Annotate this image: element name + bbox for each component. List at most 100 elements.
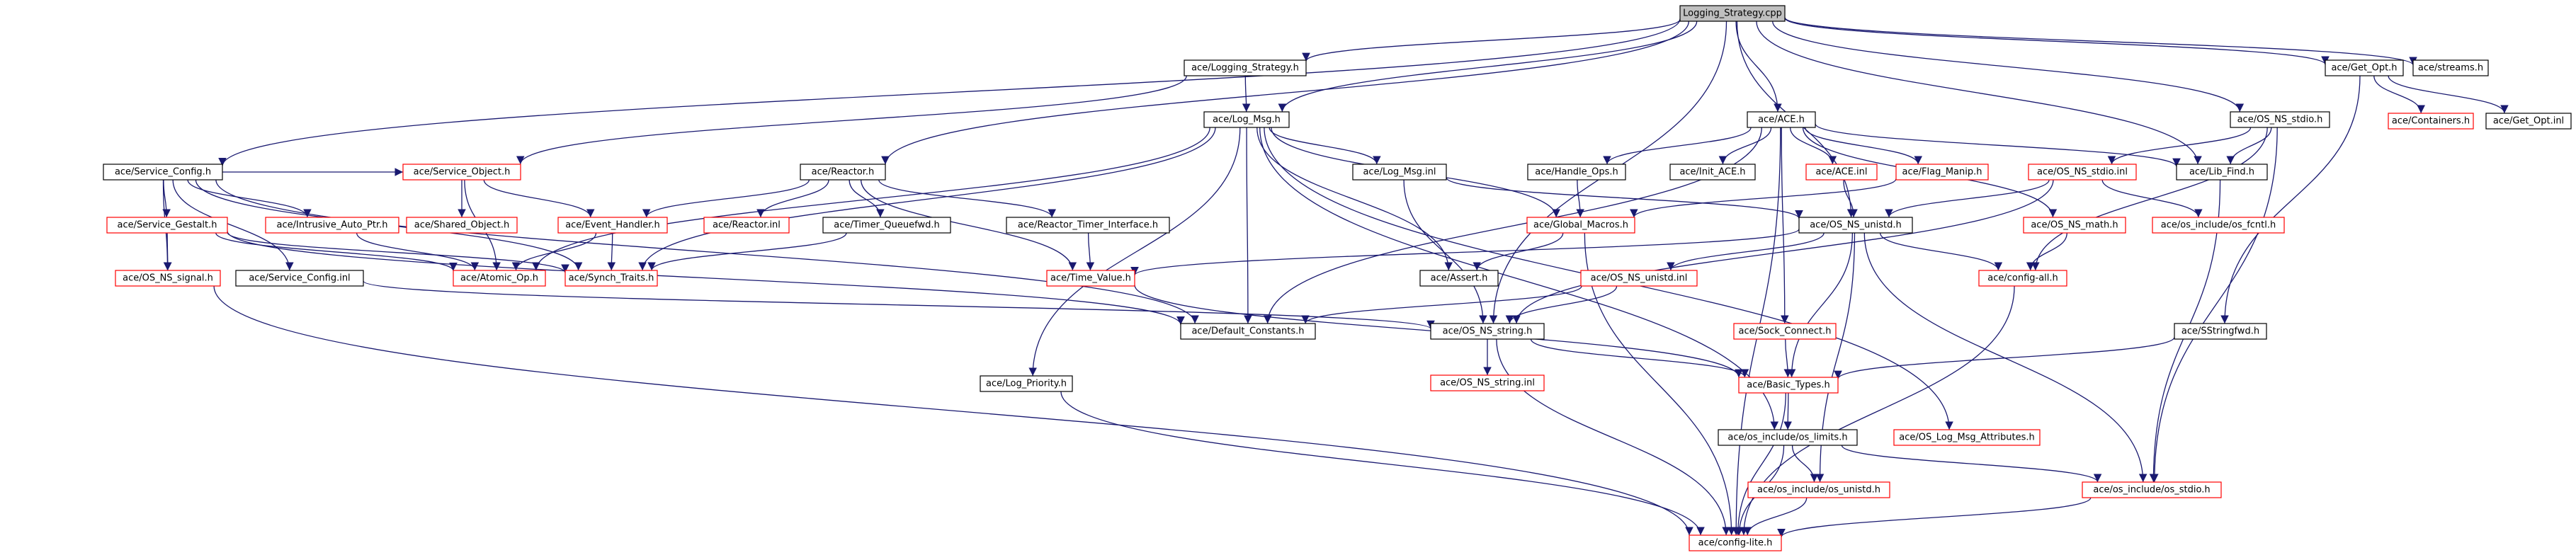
node-box [2176, 164, 2268, 181]
edge-sstringfwd-to-basictypes [1834, 336, 2175, 379]
node-box [406, 217, 518, 234]
edge-getopt-to-containers [2373, 75, 2426, 114]
node-libfind[interactable]: ace/Lib_Find.h [2176, 164, 2268, 181]
node-label: ace/streams.h [2418, 63, 2483, 74]
edge-globalmacros-to-assert [1473, 232, 1564, 271]
edge-sockconnect-to-basictypes [1783, 338, 1793, 378]
edge-getopt-to-getoptinl [2388, 75, 2509, 114]
node-label: ace/Assert.h [1431, 273, 1488, 284]
node-reactorinl[interactable]: ace/Reactor.inl [703, 217, 790, 234]
node-reactortimer[interactable]: ace/Reactor_Timer_Interface.h [1006, 217, 1170, 234]
node-reactor[interactable]: ace/Reactor.h [800, 164, 886, 181]
node-label: ace/Reactor.inl [713, 220, 781, 231]
node-ossstringinl[interactable]: ace/OS_NS_string.inl [1430, 374, 1545, 391]
node-box [1689, 534, 1782, 551]
node-osunistd[interactable]: ace/OS_NS_unistd.h [1798, 217, 1913, 234]
node-timerq[interactable]: ace/Timer_Queuefwd.h [822, 217, 951, 234]
node-streams[interactable]: ace/streams.h [2412, 59, 2489, 76]
node-label: ace/os_include/os_fcntl.h [2161, 220, 2276, 231]
node-evhandler[interactable]: ace/Event_Handler.h [557, 217, 668, 234]
node-osinclstdio[interactable]: ace/os_include/os_stdio.h [2082, 481, 2222, 498]
node-configall[interactable]: ace/config-all.h [1978, 270, 2067, 287]
node-osstdio[interactable]: ace/OS_NS_stdio.h [2230, 111, 2330, 128]
edge-basictypes-to-configlite [1733, 392, 1786, 536]
node-label: ace/Log_Msg.h [1213, 115, 1281, 125]
edge-acem-to-defconst [1263, 127, 1762, 324]
node-sockconnect[interactable]: ace/Sock_Connect.h [1733, 323, 1837, 340]
node-label: ace/ACE.inl [1815, 167, 1867, 178]
node-sstringfwd[interactable]: ace/SStringfwd.h [2174, 323, 2267, 340]
node-osmath[interactable]: ace/OS_NS_math.h [2023, 217, 2126, 234]
node-logpriority[interactable]: ace/Log_Priority.h [980, 375, 1073, 392]
node-svcconf[interactable]: ace/Service_Config.h [103, 164, 223, 181]
node-label: ace/OS_NS_math.h [2031, 220, 2118, 231]
node-osfcntl[interactable]: ace/os_include/os_fcntl.h [2152, 217, 2285, 234]
node-label: ace/Reactor_Timer_Interface.h [1018, 220, 1158, 231]
edge-svcgestalt-to-ossignal [164, 232, 172, 271]
node-logmsginl[interactable]: ace/Log_Msg.inl [1352, 164, 1447, 181]
node-box [703, 217, 790, 234]
node-intrusive[interactable]: ace/Intrusive_Auto_Ptr.h [265, 217, 399, 234]
node-root[interactable]: Logging_Strategy.cpp [1679, 5, 1786, 22]
node-label: ace/Log_Priority.h [986, 379, 1067, 389]
node-box [2174, 323, 2267, 340]
node-svcconfinl[interactable]: ace/Service_Config.inl [235, 270, 364, 287]
node-sharedobj[interactable]: ace/Shared_Object.h [406, 217, 518, 234]
node-label: ace/OS_NS_unistd.h [1810, 220, 1902, 231]
edge-svcgestalt-to-synchtraits [227, 231, 569, 273]
node-initace[interactable]: ace/Init_ACE.h [1669, 164, 1756, 181]
node-svcgestalt[interactable]: ace/Service_Gestalt.h [106, 217, 228, 234]
node-getoptinl[interactable]: ace/Get_Opt.inl [2485, 113, 2572, 130]
node-label: ace/Lib_Find.h [2189, 167, 2254, 178]
node-box [1733, 323, 1837, 340]
node-label: ace/os_include/os_limits.h [1727, 433, 1847, 443]
edge-logmsg-to-defconst [1244, 127, 1252, 324]
node-timevalue[interactable]: ace/Time_Value.h [1046, 270, 1135, 287]
node-logmsg[interactable]: ace/Log_Msg.h [1203, 111, 1290, 128]
node-osstdioinl[interactable]: ace/OS_NS_stdio.inl [2028, 164, 2137, 181]
node-box [1978, 270, 2067, 287]
node-defconst[interactable]: ace/Default_Constants.h [1180, 323, 1316, 340]
edge-globalmacros-to-configlite [1584, 232, 1736, 536]
node-basictypes[interactable]: ace/Basic_Types.h [1738, 377, 1839, 394]
node-label: ace/os_include/os_stdio.h [2093, 485, 2210, 496]
node-box [2152, 217, 2285, 234]
node-box [1738, 377, 1839, 394]
node-aceinl[interactable]: ace/ACE.inl [1805, 164, 1878, 181]
node-handleops[interactable]: ace/Handle_Ops.h [1527, 164, 1626, 181]
edge-reactor-to-timevalue [861, 179, 1077, 271]
node-containers[interactable]: ace/Containers.h [2388, 113, 2474, 130]
node-label: ace/Event_Handler.h [565, 220, 660, 231]
edge-aceinl-to-osunistd [1843, 179, 1858, 218]
node-svcobj[interactable]: ace/Service_Object.h [402, 164, 521, 181]
edge-root-to-streams [1784, 17, 2417, 66]
node-synchtraits[interactable]: ace/Synch_Traits.h [564, 270, 658, 287]
node-atomicop[interactable]: ace/Atomic_Op.h [453, 270, 546, 287]
node-acem[interactable]: ace/ACE.h [1747, 111, 1816, 128]
node-configlite[interactable]: ace/config-lite.h [1689, 534, 1782, 551]
node-box [2023, 217, 2126, 234]
node-label: ace/OS_NS_stdio.h [2237, 115, 2323, 125]
edge-logstrat-to-svcobj [516, 75, 1187, 165]
edge-evhandler-to-synchtraits [607, 232, 616, 271]
node-box [1430, 323, 1545, 340]
node-box [1895, 164, 1989, 181]
edge-osunistd-to-timevalue [1130, 229, 1800, 276]
node-label: ace/config-lite.h [1698, 538, 1773, 549]
node-getopt[interactable]: ace/Get_Opt.h [2325, 59, 2404, 76]
node-logstrat[interactable]: ace/Logging_Strategy.h [1184, 59, 1307, 76]
node-oslogattr[interactable]: ace/OS_Log_Msg_Attributes.h [1893, 429, 2041, 446]
node-label: ace/Service_Gestalt.h [117, 220, 217, 231]
node-flagmanip[interactable]: ace/Flag_Manip.h [1895, 164, 1989, 181]
node-osunistdinl[interactable]: ace/OS_NS_unistd.inl [1580, 270, 1698, 287]
node-globalmacros[interactable]: ace/Global_Macros.h [1526, 217, 1635, 234]
node-assert[interactable]: ace/Assert.h [1419, 270, 1499, 287]
node-label: ace/Containers.h [2392, 116, 2470, 127]
node-box [2230, 111, 2330, 128]
edge-logpriority-to-configlite [1060, 391, 1705, 536]
node-ossignal[interactable]: ace/OS_NS_signal.h [115, 270, 221, 287]
node-osstring[interactable]: ace/OS_NS_string.h [1430, 323, 1545, 340]
node-osinclunistd[interactable]: ace/os_include/os_unistd.h [1747, 481, 1890, 498]
node-oslimits[interactable]: ace/os_include/os_limits.h [1718, 429, 1858, 446]
